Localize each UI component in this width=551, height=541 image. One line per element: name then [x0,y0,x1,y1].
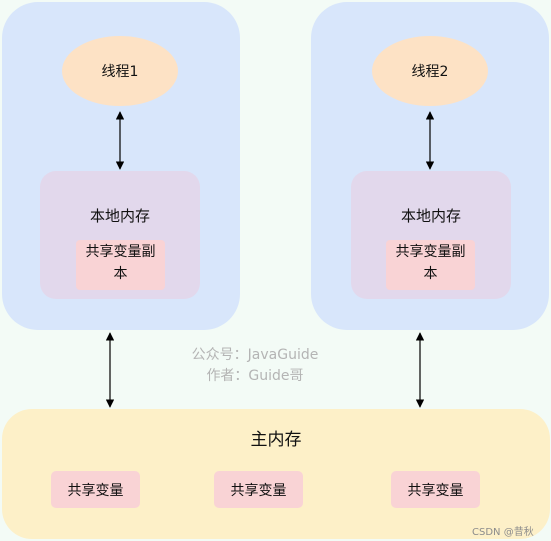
thread-2-local-memory: 本地内存 共享变量副 本 [351,171,511,299]
shared-variable-1: 共享变量 [51,471,140,508]
thread-1-oval: 线程1 [62,36,178,106]
shared-variable-3-label: 共享变量 [407,482,464,499]
thread-2-copy-line-1: 共享变量副 [395,244,466,260]
thread-1-local-memory-title: 本地内存 [89,207,150,225]
thread-2-oval: 线程2 [372,36,488,106]
thread-1-copy-line-1: 共享变量副 [85,244,156,260]
shared-variable-2-label: 共享变量 [230,482,287,499]
thread-2-copy-line-2: 本 [423,266,438,282]
thread-2-label: 线程2 [411,64,449,80]
thread-1-label: 线程1 [101,64,139,80]
thread-2-local-memory-title: 本地内存 [400,207,461,225]
thread-2-shared-variable-copy: 共享变量副 本 [386,240,475,290]
thread-1-copy-line-2: 本 [113,266,128,282]
thread-1-shared-variable-copy: 共享变量副 本 [76,240,165,290]
shared-variable-3: 共享变量 [391,471,480,508]
shared-variable-1-label: 共享变量 [67,482,124,499]
csdn-credit: CSDN @昔秋 [472,527,534,538]
shared-variable-2: 共享变量 [214,471,303,508]
watermark: 公众号：JavaGuide 作者：Guide哥 [150,345,360,387]
main-memory-title: 主内存 [250,430,302,450]
watermark-line-2: 作者：Guide哥 [206,368,304,384]
thread-1-local-memory: 本地内存 共享变量副 本 [40,171,200,299]
watermark-line-1: 公众号：JavaGuide [191,347,319,363]
